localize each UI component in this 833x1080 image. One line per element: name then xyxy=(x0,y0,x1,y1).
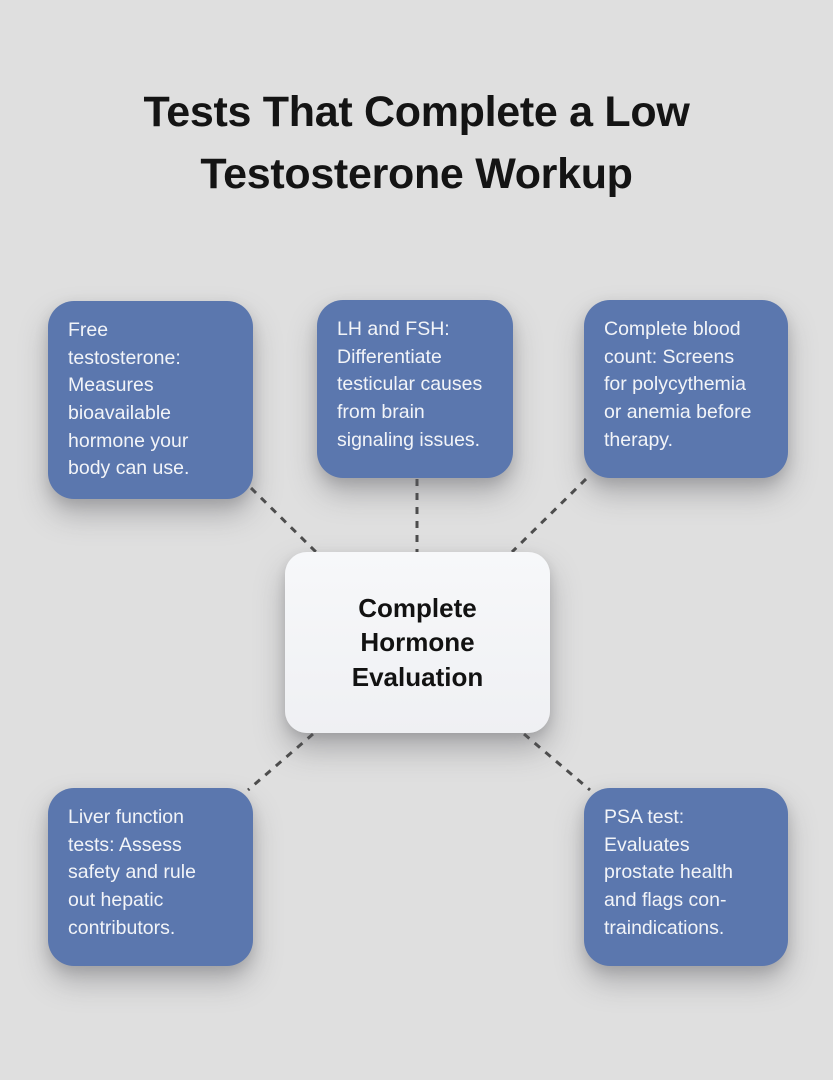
connector-bottom-left xyxy=(247,732,314,792)
node-complete-blood-count: Complete blood count: Screens for polycy… xyxy=(584,300,788,478)
node-liver-function-tests: Liver function tests: Assess safety and … xyxy=(48,788,253,966)
connector-top-right xyxy=(510,477,588,554)
node-free-testosterone: Free testosterone: Measures bioavailable… xyxy=(48,301,253,500)
node-psa-test: PSA test: Evaluates prostate health and … xyxy=(584,788,788,966)
page-title: Tests That Complete a Low Testosterone W… xyxy=(143,88,690,198)
center-node-complete-hormone-evaluation: Complete Hormone Evaluation xyxy=(285,552,550,733)
node-lh-and-fsh: LH and FSH: Differentiate testicular cau… xyxy=(317,300,513,478)
connector-bottom-right xyxy=(523,732,591,792)
connector-top-left xyxy=(249,486,319,555)
